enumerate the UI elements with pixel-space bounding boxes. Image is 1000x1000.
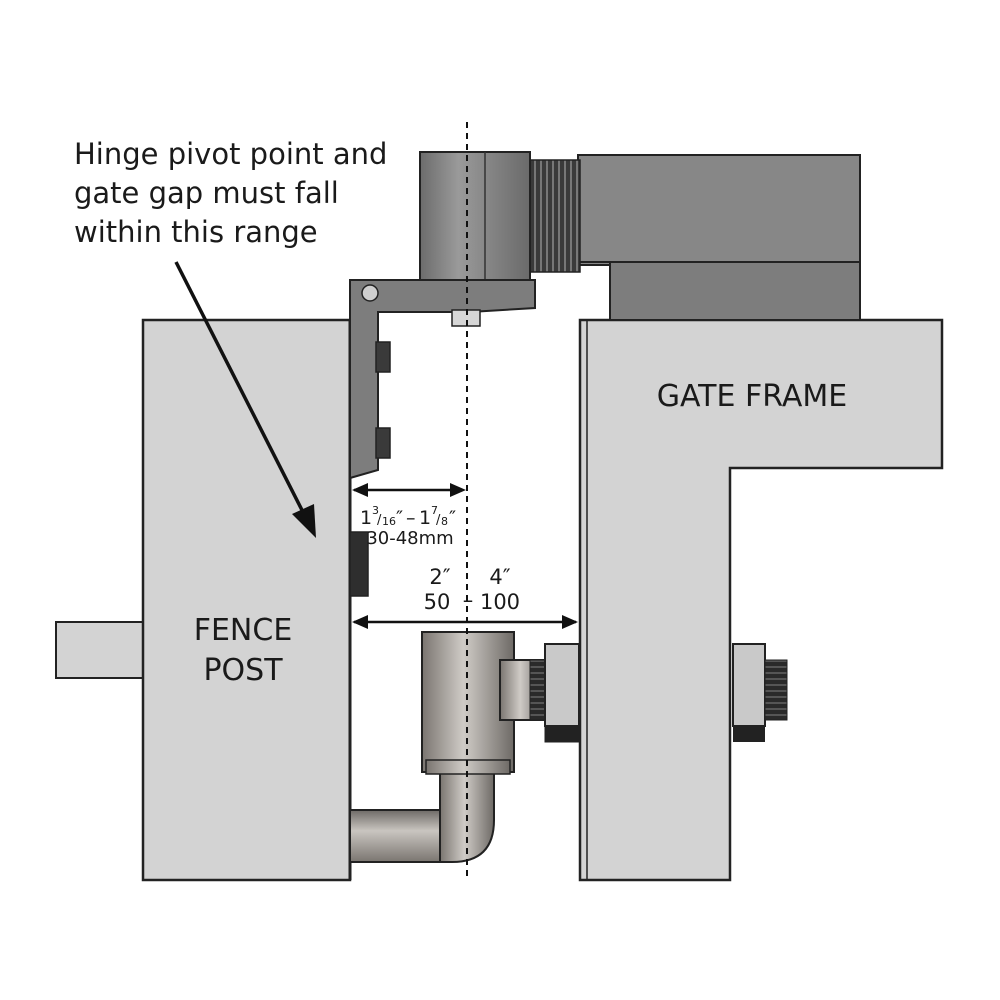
gap-min-metric: 50 <box>424 590 451 614</box>
fence-post-label-line1: FENCE <box>194 613 293 648</box>
pivot-min-denominator: 16 <box>382 515 396 528</box>
callout-line-1: Hinge pivot point and <box>74 137 387 171</box>
pivot-offset-dimension <box>352 483 466 497</box>
pivot-max-numerator: 7 <box>431 504 438 517</box>
gate-gap-dimension <box>352 615 578 629</box>
gate-frame <box>578 318 944 882</box>
callout-text: Hinge pivot point and gate gap must fall… <box>74 137 397 249</box>
fence-rail <box>55 621 147 679</box>
pivot-dash: – <box>406 507 416 529</box>
lower-hinge <box>349 631 788 863</box>
fence-post <box>141 318 352 882</box>
pivot-min-unit: ″ <box>396 507 403 529</box>
pivot-max-slash: / <box>436 513 441 528</box>
callout-line-3: within this range <box>74 215 318 249</box>
gap-dash: – <box>463 588 474 612</box>
pivot-min-whole: 1 <box>360 507 372 529</box>
gate-frame-label: GATE FRAME <box>657 379 848 414</box>
pivot-max-unit: ″ <box>449 507 456 529</box>
fence-post-label-line2: POST <box>203 653 283 688</box>
pivot-min-slash: / <box>377 513 382 528</box>
gap-min-imperial: 2″ <box>429 565 450 589</box>
upper-hinge <box>349 151 861 480</box>
post-bolt <box>349 531 369 597</box>
gap-max-imperial: 4″ <box>489 565 510 589</box>
pivot-min-numerator: 3 <box>372 504 379 517</box>
callout-line-2: gate gap must fall <box>74 176 339 210</box>
pivot-max-whole: 1 <box>419 507 431 529</box>
callout-arrow <box>174 261 316 538</box>
gap-max-metric: 100 <box>480 590 520 614</box>
pivot-dimension-imperial: 1 3 / 16 ″ – 1 7 / 8 ″ <box>360 504 456 529</box>
pivot-max-denominator: 8 <box>441 515 448 528</box>
pivot-dimension-metric: 30-48mm <box>366 528 453 549</box>
